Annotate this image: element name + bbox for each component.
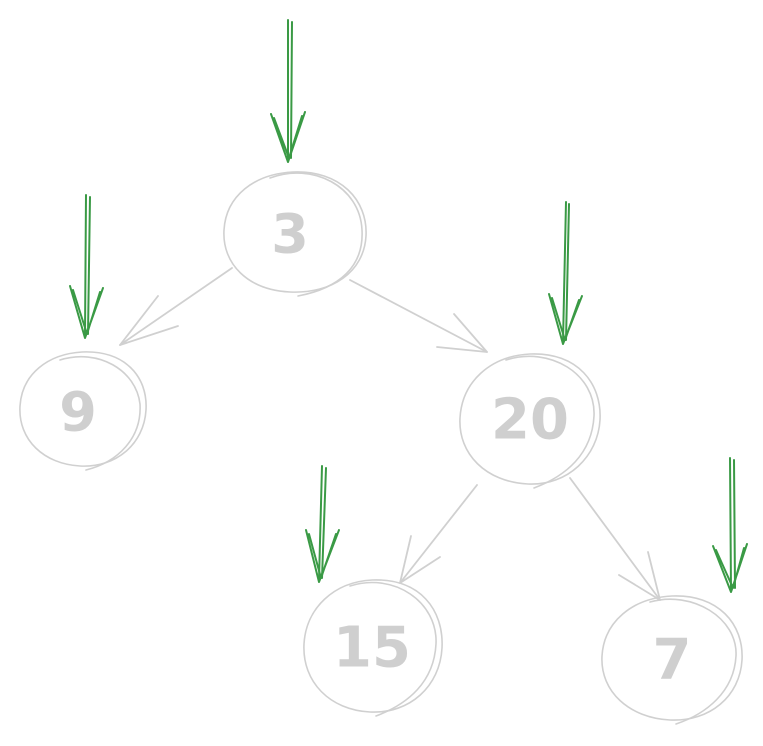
markers [69, 19, 748, 593]
node-label: 15 [333, 616, 411, 681]
down-arrow-icon [548, 201, 583, 345]
node-label: 7 [653, 628, 692, 693]
tree-node-15: 15 [303, 579, 443, 717]
edge-20-to-7 [569, 477, 661, 601]
edge-3-to-9 [119, 267, 233, 346]
tree-node-20: 20 [459, 353, 601, 489]
down-arrow-icon [270, 19, 306, 163]
node-label: 9 [59, 381, 97, 444]
down-arrow-icon [712, 457, 748, 593]
node-label: 3 [271, 203, 309, 266]
down-arrow-icon [69, 194, 104, 339]
tree-node-3: 3 [223, 171, 367, 297]
tree-node-9: 9 [19, 351, 147, 471]
edges [119, 267, 661, 601]
node-label: 20 [491, 388, 569, 453]
down-arrow-icon [305, 465, 340, 583]
tree-node-7: 7 [601, 595, 743, 725]
edge-20-to-15 [399, 484, 478, 584]
edge-3-to-20 [349, 279, 488, 353]
